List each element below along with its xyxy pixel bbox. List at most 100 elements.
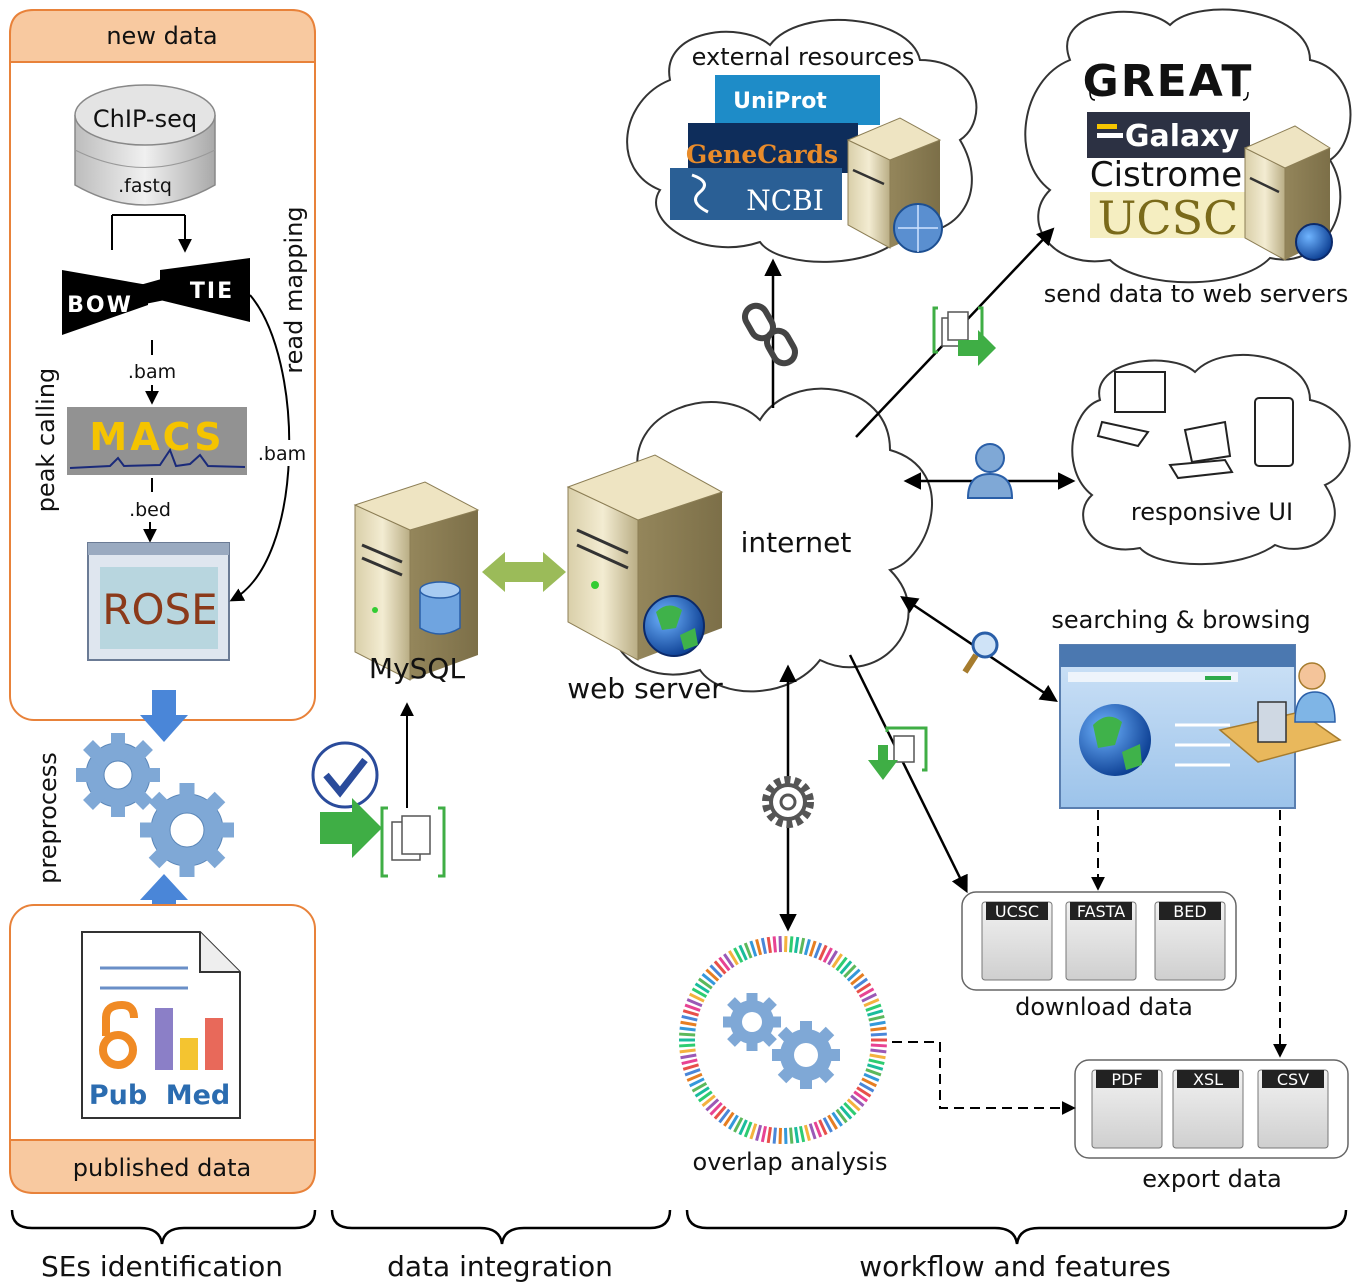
section-ses-identification: SEs identification — [41, 1250, 283, 1283]
ucsc-logo: UCSC — [1090, 191, 1245, 245]
bowtie-left-label: BOW — [67, 293, 133, 318]
ring-segment — [738, 1119, 748, 1136]
ring-segment — [766, 936, 772, 954]
cistrome-logo: Cistrome — [1090, 155, 1242, 195]
ring-segment — [789, 1127, 794, 1144]
ring-segment — [868, 1058, 885, 1066]
svg-text:NCBI: NCBI — [746, 184, 824, 217]
browser-window-icon — [1059, 644, 1342, 809]
bed-label: .bed — [129, 499, 171, 521]
ring-segment — [850, 1094, 865, 1107]
ring-segment — [723, 953, 735, 969]
pubmed-med-label: Med — [166, 1080, 231, 1111]
ring-segment — [818, 1119, 828, 1136]
csv-file-icon[interactable]: CSV — [1257, 1069, 1329, 1149]
ring-segment — [850, 973, 865, 986]
ring-segment — [799, 937, 806, 955]
ring-segment — [858, 987, 875, 999]
section-workflow-features: workflow and features — [859, 1250, 1171, 1283]
ring-segment — [861, 992, 877, 1003]
ring-segment — [743, 1121, 753, 1138]
macs-logo: MACS — [67, 407, 247, 475]
chipseq-database-icon: ChIP-seq .fastq — [74, 84, 216, 206]
pdf-file-icon[interactable]: PDF — [1091, 1069, 1163, 1149]
ring-segment — [808, 1123, 817, 1140]
ring-segment — [749, 1123, 758, 1140]
fasta-file-icon[interactable]: FASTA — [1065, 901, 1137, 981]
svg-text:UCSC: UCSC — [1098, 191, 1239, 245]
ring-segment — [679, 1032, 696, 1037]
web-servers-server-icon — [1243, 125, 1333, 261]
export-data-label: export data — [1142, 1165, 1281, 1193]
ring-segment — [772, 1127, 777, 1144]
ring-segment — [831, 1111, 843, 1127]
svg-text:UniProt: UniProt — [733, 89, 827, 114]
ring-segment — [822, 1117, 833, 1133]
rose-label: ROSE — [102, 585, 217, 634]
ring-segment — [723, 1111, 735, 1127]
ring-segment — [681, 1058, 698, 1066]
ring-segment — [682, 1009, 699, 1017]
ring-segment — [867, 1063, 884, 1071]
ring-segment — [718, 956, 731, 972]
ring-segment — [686, 1072, 703, 1082]
pubmed-document-icon: Pub Med — [81, 931, 241, 1119]
bed-file-icon[interactable]: BED — [1154, 901, 1226, 981]
ring-segment — [694, 1086, 710, 1098]
ring-segment — [865, 1003, 882, 1012]
ring-segment — [794, 1126, 800, 1144]
ring-segment — [818, 944, 828, 961]
xsl-file-icon[interactable]: XSL — [1172, 1069, 1244, 1149]
ring-segment — [766, 1126, 772, 1144]
galaxy-logo: Galaxy — [1087, 112, 1250, 158]
ucsc-file-icon[interactable]: UCSC — [981, 901, 1053, 981]
search-magnifier-icon — [962, 631, 999, 674]
bowtie-right-label: TIE — [190, 279, 234, 304]
ring-segment — [701, 973, 716, 986]
ring-segment — [867, 1009, 884, 1017]
ring-segment — [846, 1098, 861, 1112]
ncbi-logo: NCBI — [670, 168, 842, 220]
ring-segment — [680, 1020, 697, 1027]
svg-text:UCSC: UCSC — [995, 902, 1039, 921]
fastq-label: .fastq — [118, 175, 172, 197]
ring-segment — [799, 1125, 806, 1143]
svg-text:CSV: CSV — [1277, 1070, 1309, 1089]
macs-label: MACS — [89, 415, 224, 459]
web-server-icon — [566, 454, 724, 661]
upload-check-icon — [311, 741, 446, 878]
overlap-ring — [679, 935, 887, 1145]
ring-segment — [681, 1014, 698, 1022]
ring-segment — [682, 1063, 699, 1071]
svg-text:GeneCards: GeneCards — [686, 140, 838, 169]
section-braces — [10, 1209, 1348, 1245]
ring-segment — [713, 1105, 727, 1120]
read-mapping-label: read mapping — [280, 206, 308, 373]
ring-segment — [827, 950, 838, 966]
ring-segment — [870, 1026, 887, 1032]
svg-text:BED: BED — [1173, 902, 1206, 921]
ring-segment — [865, 1068, 882, 1077]
ring-segment — [679, 1026, 696, 1032]
ring-segment — [831, 953, 843, 969]
ring-segment — [813, 1121, 823, 1138]
ring-segment — [697, 977, 713, 990]
ring-segment — [869, 1020, 886, 1027]
ring-segment — [827, 1114, 838, 1130]
ring-segment — [853, 977, 869, 990]
ring-segment — [856, 982, 872, 994]
bidirectional-arrow — [482, 552, 566, 592]
send-file-icon — [932, 306, 996, 366]
ring-segment — [794, 936, 800, 954]
genecards-logo: GeneCards — [686, 123, 858, 173]
ring-segment — [870, 1032, 887, 1037]
pubmed-pub-label: Pub — [89, 1080, 147, 1111]
ring-segment — [684, 1003, 701, 1012]
send-data-label: send data to web servers — [1044, 280, 1349, 308]
ring-segment — [870, 1043, 887, 1048]
published-data-title: published data — [73, 1154, 251, 1182]
link-chain-icon — [742, 302, 798, 367]
ring-segment — [808, 940, 817, 957]
ring-segment — [853, 1090, 869, 1103]
ring-segment — [705, 968, 720, 982]
